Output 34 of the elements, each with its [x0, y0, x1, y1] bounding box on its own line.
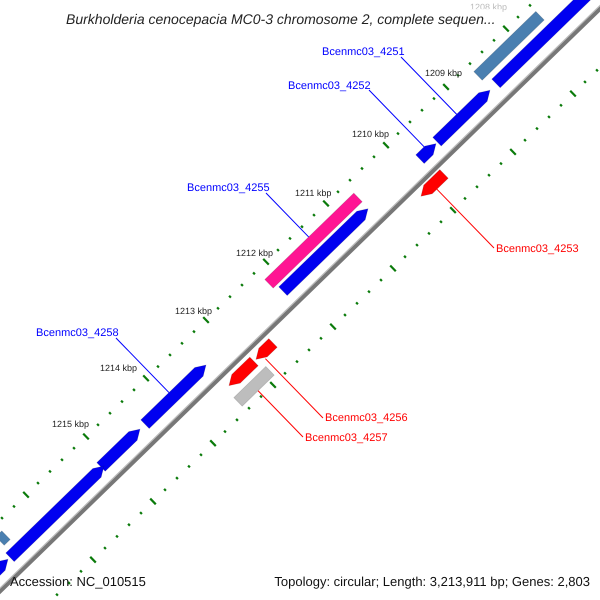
scale-label: 1210 kbp: [352, 129, 390, 140]
leader-line: [264, 358, 324, 418]
scale-label: 1214 kbp: [100, 363, 138, 374]
leader-line: [368, 90, 425, 148]
gene-label: Bcenmc03_4258: [36, 327, 119, 340]
gene-block: [432, 90, 491, 147]
gene-label: Bcenmc03_4257: [305, 432, 388, 445]
leader-line: [258, 390, 304, 438]
gene-label: Bcenmc03_4251: [322, 46, 405, 59]
gene-label: Bcenmc03_4253: [496, 243, 579, 256]
footer-text: Topology: circular; Length: 3,213,911 bp; Genes: 2,803: [274, 574, 590, 590]
leader-line: [266, 192, 310, 238]
gene-block: [96, 428, 141, 472]
scale-label: 1209 kbp: [425, 68, 462, 79]
scale-label: 1213 kbp: [175, 306, 212, 317]
gene-block: [420, 169, 449, 197]
gene-block: [278, 208, 369, 296]
gene-bar: [0, 530, 11, 546]
footer-text: Accession: NC_010515: [10, 574, 146, 590]
gene-block: [415, 143, 437, 164]
leader-line: [116, 338, 170, 394]
gene-block: [255, 338, 278, 360]
gene-block: [140, 364, 207, 430]
gene-block: [5, 465, 105, 562]
leader-line: [436, 188, 494, 248]
gene-bar: [233, 366, 275, 407]
scale-label: 1212 kbp: [236, 248, 274, 259]
gene-label: Bcenmc03_4256: [325, 412, 408, 425]
gene-label: Bcenmc03_4255: [187, 182, 270, 195]
scale-label: 1211 kbp: [295, 188, 332, 199]
gene-label: Bcenmc03_4252: [288, 80, 371, 93]
scale-label: 1215 kbp: [52, 419, 90, 430]
gene-block: [228, 356, 259, 386]
leader-line: [400, 56, 458, 115]
